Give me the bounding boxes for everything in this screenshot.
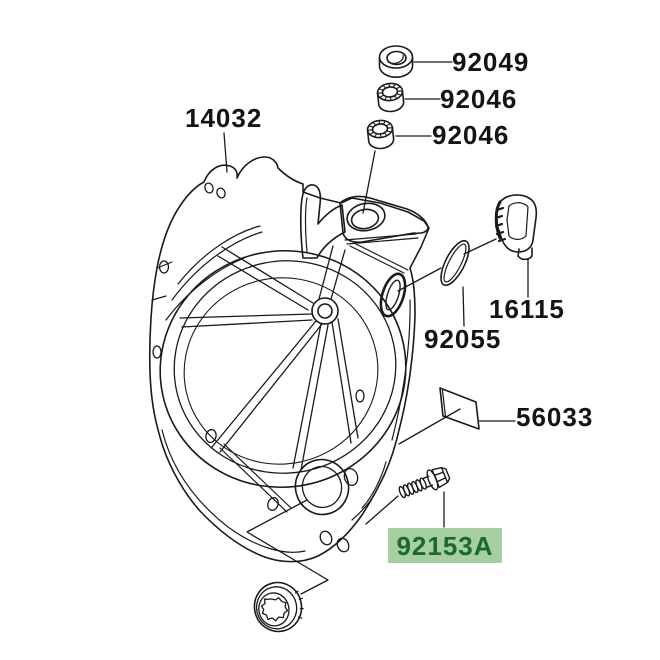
- part-label-14032: 14032: [185, 103, 263, 133]
- part-label-92049: 92049: [452, 47, 530, 77]
- part-label-16115: 16115: [489, 294, 565, 324]
- clutch-cover-drawing: [148, 156, 430, 563]
- bolt-92153A: [398, 466, 451, 499]
- bearing-92046-upper: [375, 81, 406, 114]
- o-ring-92055: [440, 239, 470, 287]
- timing-plug: [253, 581, 304, 633]
- filler-cap-16115: [494, 194, 538, 261]
- oil-seal-92049: [378, 45, 414, 78]
- part-label-56033: 56033: [516, 402, 594, 432]
- part-label-92055: 92055: [424, 324, 502, 354]
- part-label-92046-upper: 92046: [440, 84, 518, 114]
- leader-lines: [223, 61, 529, 595]
- part-label-92046-lower: 92046: [432, 120, 510, 150]
- part-label-92153A: 92153A: [396, 530, 494, 561]
- highlighted-part-badge: 92153A: [388, 528, 502, 563]
- label-plate-56033: [439, 387, 480, 430]
- bearing-92046-lower: [365, 118, 396, 151]
